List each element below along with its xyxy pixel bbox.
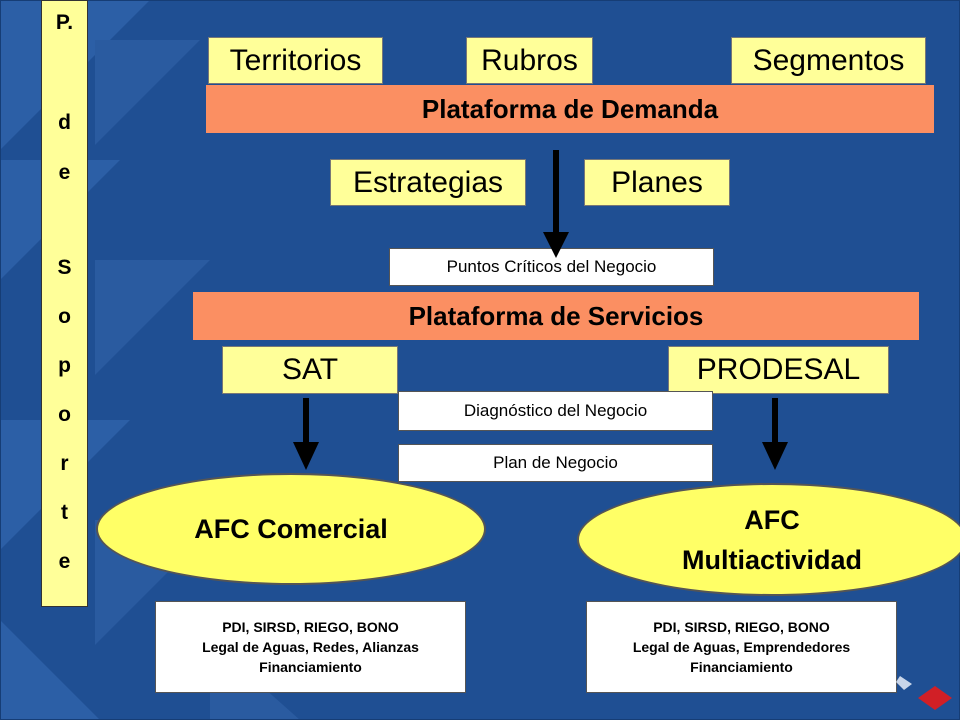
diagnosis-box: Diagnóstico del Negocio (398, 391, 713, 431)
services-platform-bar: Plataforma de Servicios (193, 292, 919, 340)
soporte-letter: p (58, 354, 71, 377)
estrategias-box: Estrategias (330, 159, 526, 206)
soporte-letter: t (61, 501, 68, 524)
soporte-letter: S (57, 256, 72, 279)
soporte-letter: P. (55, 11, 74, 34)
info-left-line2: Legal de Aguas, Redes, Alianzas (202, 639, 419, 655)
afc-comercial-ellipse: AFC Comercial (96, 473, 486, 585)
sat-box: SAT (222, 346, 398, 394)
info-right-line1: PDI, SIRSD, RIEGO, BONO (653, 619, 830, 635)
soporte-letter: o (58, 305, 71, 328)
afc-multiactividad-ellipse: AFC Multiactividad (577, 483, 960, 596)
afc-comercial-label: AFC Comercial (194, 513, 388, 544)
soporte-letter: e (58, 550, 71, 573)
segmentos-box: Segmentos (731, 37, 926, 84)
soporte-letter: d (58, 111, 71, 134)
soporte-sidebar: P. d e S o p o r t e (41, 0, 88, 607)
info-left-line1: PDI, SIRSD, RIEGO, BONO (222, 619, 399, 635)
soporte-letter: e (58, 161, 71, 184)
territorios-box: Territorios (208, 37, 383, 84)
critical-points-box: Puntos Críticos del Negocio (389, 248, 714, 286)
soporte-letter: r (60, 452, 69, 475)
info-right-line2: Legal de Aguas, Emprendedores (632, 639, 851, 655)
planes-box: Planes (584, 159, 730, 206)
prodesal-box: PRODESAL (668, 346, 889, 394)
demand-platform-bar: Plataforma de Demanda (206, 85, 934, 133)
soporte-letter: o (58, 403, 71, 426)
info-box-left: PDI, SIRSD, RIEGO, BONO Legal de Aguas, … (155, 601, 466, 693)
info-box-right: PDI, SIRSD, RIEGO, BONO Legal de Aguas, … (586, 601, 897, 693)
business-plan-box: Plan de Negocio (398, 444, 713, 482)
afc-multiactividad-line1: AFC (744, 504, 800, 535)
afc-multiactividad-line2: Multiactividad (681, 544, 863, 575)
info-right-line3: Financiamiento (690, 659, 793, 675)
info-left-line3: Financiamiento (259, 659, 362, 675)
rubros-box: Rubros (466, 37, 593, 84)
